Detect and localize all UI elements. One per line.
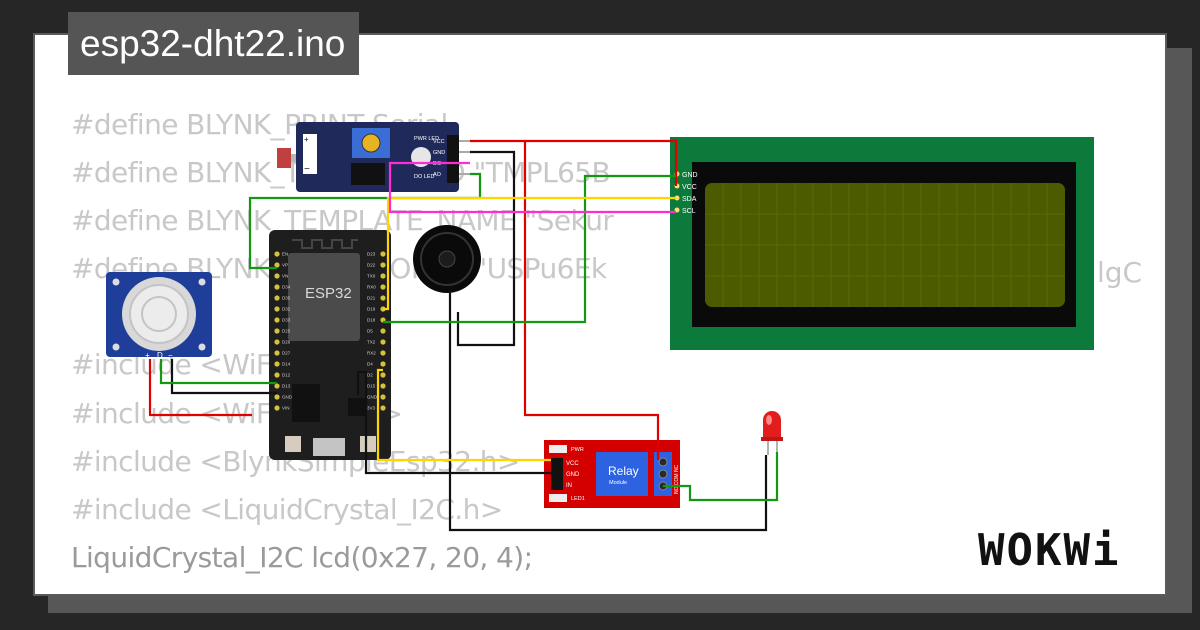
esp32-pin-label: RX0 (367, 285, 376, 290)
pir-pin-label: + (145, 351, 150, 360)
relay-led-label: PWR (571, 447, 584, 453)
relay-contacts-label: NO COM NC (674, 464, 680, 494)
relay-pin-label: IN (566, 483, 572, 489)
lcd-pin-label: VCC (682, 184, 697, 191)
esp32-pin-label: D2 (367, 373, 373, 378)
wire-green (248, 172, 482, 270)
relay-module[interactable]: PWR LED1 VCC GND IN Relay Module NO COM … (544, 440, 680, 508)
regulator-chip (292, 384, 320, 422)
esp32-pin-label: D12 (282, 373, 291, 378)
esp32-pin-label: D34 (282, 285, 291, 290)
wire-black (170, 359, 277, 395)
code-line: LiquidCrystal_I2C lcd(0x27, 20, 4); (71, 540, 533, 574)
project-title[interactable]: esp32-dht22.ino (68, 12, 360, 75)
esp32-pin-label: TX2 (367, 340, 376, 345)
ldr-pin-label: GND (433, 150, 445, 156)
esp32-pin-label: D14 (282, 362, 291, 367)
esp32-pin-label: VIN (282, 406, 290, 411)
wire-magenta (388, 161, 676, 214)
ldr-pin-label: AO (433, 172, 442, 178)
comparator-chip (351, 163, 385, 185)
pir-sensor[interactable]: + D − (106, 272, 212, 360)
reset-button[interactable] (360, 436, 376, 452)
relay-label: Relay (608, 464, 639, 478)
wire-green (383, 174, 676, 324)
esp32-pin-label: D26 (282, 340, 291, 345)
code-line: #include <LiquidCrystal_I2C.h> (71, 492, 503, 526)
esp32-pin-label: D18 (367, 318, 376, 323)
wire-red (525, 139, 678, 186)
ldr-led-label: DO LED (414, 174, 435, 180)
relay-led1 (549, 494, 567, 502)
wire-green (159, 359, 277, 385)
ldr-minus-mark: − (304, 164, 310, 175)
esp32-chip-label: ESP32 (305, 285, 352, 302)
esp32-pin-label: VN (282, 274, 288, 279)
wire-yellow (376, 368, 551, 462)
ldr-module[interactable]: + − PWR LED DO LED VCC GND DO AO (277, 122, 470, 192)
relay-pwr-led (549, 445, 567, 453)
code-overflow-fragment: lgC (1097, 256, 1143, 289)
esp32-pin-label: D22 (367, 263, 376, 268)
esp32-pin-label: D15 (367, 384, 376, 389)
esp32-pin-label: RX2 (367, 351, 376, 356)
antenna-icon (292, 239, 358, 249)
relay-sublabel: Module (609, 480, 627, 486)
lcd-display[interactable]: GND VCC SDA SCL (670, 137, 1094, 350)
esp32-pin-label: 3V3 (367, 406, 376, 411)
ldr-header (447, 135, 459, 183)
relay-header (551, 458, 563, 490)
lcd-pin-label: SCL (682, 208, 696, 215)
relay-pin-label: VCC (566, 461, 579, 467)
buzzer[interactable] (413, 225, 481, 293)
photoresistor-icon (277, 148, 291, 168)
ldr-led-label: PWR LED (414, 136, 439, 142)
lcd-pin-label: GND (682, 172, 698, 179)
esp32-pin-label: D13 (282, 384, 291, 389)
wire-green (663, 452, 779, 502)
boot-button[interactable] (285, 436, 301, 452)
pir-pin-label: − (168, 351, 173, 360)
wires (148, 139, 779, 532)
esp32-module-shield (288, 253, 360, 341)
ldr-plus-mark: + (304, 135, 309, 144)
esp32-pin-label: D25 (282, 329, 291, 334)
esp32-pin-label: D23 (367, 252, 376, 257)
esp32-pin-label: EN (282, 252, 288, 257)
esp32-pin-label: D19 (367, 307, 376, 312)
usb-port-icon (313, 438, 345, 456)
wire-red (470, 139, 660, 460)
wire-yellow (383, 196, 676, 311)
wire-red (148, 359, 252, 417)
lcd-char-grid (705, 183, 1065, 307)
esp32-pin-label: D4 (367, 362, 373, 367)
esp32-pin-label: D21 (367, 296, 376, 301)
pir-pin-label: D (157, 351, 163, 360)
esp32-pin-label: D27 (282, 351, 291, 356)
led-red[interactable] (761, 411, 783, 455)
esp32-pin-label: D33 (282, 318, 291, 323)
relay-coil-box (596, 452, 648, 496)
esp32-pin-label: D35 (282, 296, 291, 301)
lcd-pin-label: SDA (682, 196, 697, 203)
wire-black (448, 290, 768, 532)
esp32-board[interactable]: ESP32 ENVPVND34D35D32D33D25D26D27D14D12D… (269, 230, 391, 460)
ldr-pin-label: VCC (433, 139, 445, 145)
wire-black (456, 150, 516, 347)
esp32-pin-label: GND (282, 395, 293, 400)
esp32-pin-label: TX0 (367, 274, 376, 279)
usb-uart-chip (348, 398, 366, 416)
led-icon (763, 411, 781, 438)
wokwi-logo[interactable]: WOKWi (978, 525, 1121, 576)
relay-pin-label: GND (566, 472, 580, 478)
esp32-pin-label: GND (367, 395, 378, 400)
esp32-pin-label: D32 (282, 307, 291, 312)
relay-led-label: LED1 (571, 496, 585, 502)
wire-black (356, 370, 551, 475)
esp32-pin-label: VP (282, 263, 288, 268)
esp32-pin-label: D5 (367, 329, 373, 334)
